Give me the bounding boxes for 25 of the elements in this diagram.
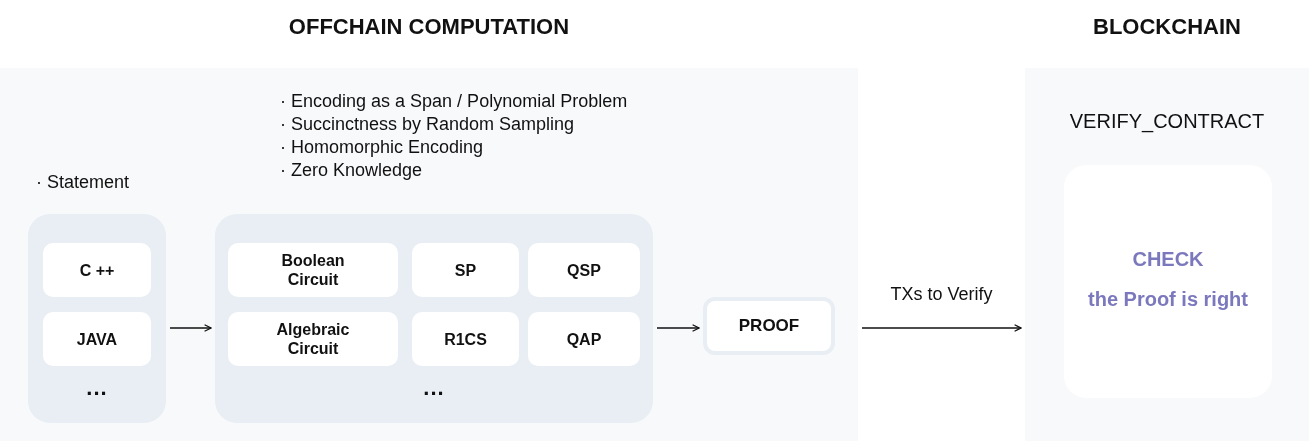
- ellipsis-text: ...: [422, 375, 446, 401]
- arrow: [861, 324, 1022, 332]
- process-box: SP: [412, 243, 519, 297]
- process-box: C ++: [43, 243, 151, 297]
- process-box: PROOF: [703, 297, 835, 355]
- edge-label: TXs to Verify: [888, 284, 995, 305]
- process-box: QSP: [528, 243, 640, 297]
- bullet-text: · Homomorphic Encoding: [280, 136, 484, 158]
- bullet-text: · Encoding as a Span / Polynomial Problem: [280, 90, 628, 112]
- result-text: the Proof is right: [1087, 288, 1249, 311]
- result-text: CHECK: [1131, 248, 1205, 271]
- panel-title: OFFCHAIN COMPUTATION: [287, 14, 571, 40]
- process-box: Boolean Circuit: [228, 243, 398, 297]
- bullet-text: · Succinctness by Random Sampling: [280, 113, 575, 135]
- process-box: R1CS: [412, 312, 519, 366]
- ellipsis-text: ...: [85, 375, 109, 401]
- process-box: Algebraic Circuit: [228, 312, 398, 366]
- process-box: QAP: [528, 312, 640, 366]
- bullet-text: · Zero Knowledge: [280, 159, 423, 181]
- contract-name: VERIFY_CONTRACT: [1068, 110, 1266, 133]
- process-box: JAVA: [43, 312, 151, 366]
- arrow: [656, 324, 700, 332]
- group-heading: · Statement: [36, 171, 130, 193]
- panel-title: BLOCKCHAIN: [1092, 14, 1242, 40]
- arrow: [169, 324, 212, 332]
